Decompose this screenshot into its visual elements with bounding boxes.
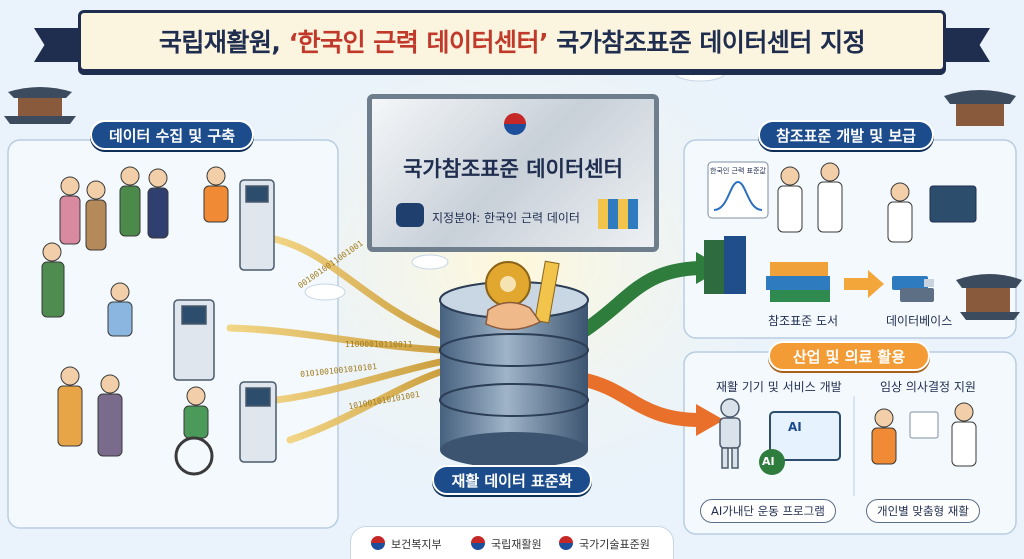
footer-bar: 보건복지부 국립재활원 국가기술표준원 bbox=[350, 526, 674, 559]
plaque-title: 국가참조표준 데이터센터 bbox=[403, 157, 623, 181]
designation-plaque: 국가참조표준 데이터센터 지정분야: 한국인 근력 데이터 bbox=[367, 94, 659, 252]
bar-chart-icon bbox=[598, 199, 638, 229]
exercising-person bbox=[107, 166, 229, 439]
caption-database: 데이터베이스 bbox=[886, 314, 953, 328]
section-label-industry-medical: 산업 및 의료 활용 bbox=[768, 341, 930, 371]
traditional-building-right-lower bbox=[956, 274, 1022, 320]
org-emblem-icon bbox=[471, 536, 485, 550]
robot-ai-badge: AI bbox=[762, 455, 775, 468]
book-icon bbox=[704, 236, 830, 302]
database-label: 재활 데이터 표준화 bbox=[432, 465, 592, 495]
ai-badge-bg bbox=[759, 449, 785, 475]
chart-card-title: 한국인 근력 표준값 bbox=[710, 167, 766, 175]
exercise-machine bbox=[173, 179, 277, 463]
title-highlight: ‘한국인 근력 데이터센터’ bbox=[288, 28, 549, 57]
caption-reference-book: 참조표준 도서 bbox=[768, 314, 839, 328]
org-emblem-icon bbox=[559, 536, 573, 550]
footer-org-nrc: 국립재활원 bbox=[491, 538, 542, 551]
traditional-building-left bbox=[4, 87, 76, 124]
org-emblem-icon bbox=[371, 536, 385, 550]
data-stream bbox=[226, 234, 444, 444]
green-arrow bbox=[578, 261, 707, 337]
researchers bbox=[777, 162, 913, 243]
traditional-building-right bbox=[944, 90, 1016, 126]
handshake-icon bbox=[485, 301, 542, 331]
monitor-icon bbox=[769, 411, 841, 461]
screen-ai-text: AI bbox=[788, 420, 802, 434]
heading-clinical-decision: 임상 의사결정 지원 bbox=[880, 380, 976, 394]
title-suffix: 국가참조표준 데이터센터 지정 bbox=[547, 28, 866, 57]
plaque-field: 지정분야: 한국인 근력 데이터 bbox=[432, 211, 580, 225]
tag-ai-program: AI가내단 운동 프로그램 bbox=[700, 499, 836, 523]
section-label-reference-standard: 참조표준 개발 및 보급 bbox=[758, 120, 934, 150]
footer-org-mohw: 보건복지부 bbox=[391, 538, 442, 551]
monitor-icon bbox=[929, 185, 977, 223]
doctor-patient bbox=[871, 402, 977, 467]
people-group bbox=[41, 166, 169, 457]
tag-personalized-rehab: 개인별 맞춤형 재활 bbox=[866, 499, 980, 523]
emblem-icon bbox=[504, 113, 526, 135]
heading-device-service: 재활 기기 및 서비스 개발 bbox=[716, 380, 842, 394]
footer-org-kats: 국가기술표준원 bbox=[579, 538, 650, 551]
page-title: 국립재활원, ‘한국인 근력 데이터센터’ 국가참조표준 데이터센터 지정 bbox=[158, 23, 866, 59]
chart-bell-curve bbox=[713, 180, 763, 211]
title-prefix: 국립재활원, bbox=[158, 28, 289, 57]
title-banner: 국립재활원, ‘한국인 근력 데이터센터’ 국가참조표준 데이터센터 지정 bbox=[78, 10, 946, 72]
binary-text: 11000010110011 bbox=[345, 340, 413, 349]
section-label-data-collection: 데이터 수집 및 구축 bbox=[90, 120, 254, 150]
muscle-icon bbox=[396, 203, 424, 227]
wheelchair-icon bbox=[174, 436, 214, 476]
orange-arrow bbox=[578, 373, 707, 427]
usb-icon bbox=[892, 276, 934, 302]
ruler-icon bbox=[534, 260, 560, 324]
robot-icon bbox=[719, 398, 741, 469]
arrow-right-icon bbox=[844, 270, 884, 298]
orange-arrow-head bbox=[696, 404, 724, 436]
